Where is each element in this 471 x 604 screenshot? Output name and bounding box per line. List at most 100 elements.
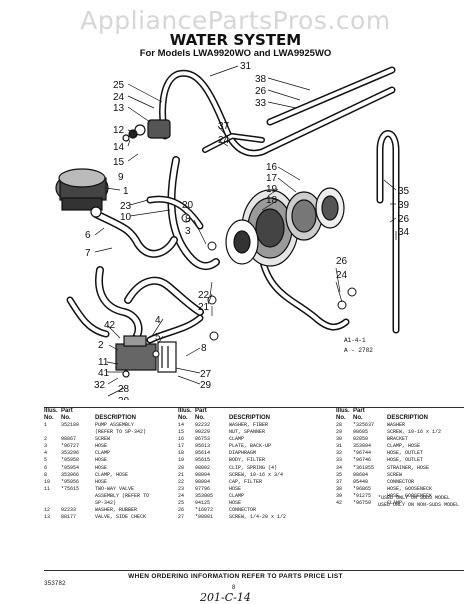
part-number: 353296 <box>61 450 80 457</box>
part-description: WASHER, FIBER <box>229 422 269 428</box>
header-description: DESCRIPTION <box>387 415 429 421</box>
two-way-valve <box>115 335 177 378</box>
part-number-ref: 10 <box>44 478 51 485</box>
callout-label: 12 <box>113 125 125 136</box>
part-number-ref: 8 <box>44 471 48 478</box>
figure-code: A1-4-1 <box>344 337 366 344</box>
part-description: CLAMP <box>387 500 403 507</box>
part-number: *95956 <box>61 478 80 485</box>
part-number-ref: 22 <box>178 478 185 485</box>
part-number: 352189 <box>61 422 80 428</box>
part-number: *96759 <box>353 500 372 507</box>
exploded-diagram: 31 25 24 38 26 33 13 12 37 24 14 15 9 16… <box>55 61 410 400</box>
header-no: No. <box>336 415 346 421</box>
part-description: WASHER, RUBBER <box>95 507 138 514</box>
part-description: NUT, SPANNER <box>229 429 266 436</box>
part-number-ref: 16 <box>178 436 185 443</box>
part-description: CLAMP <box>229 436 245 443</box>
part-number-ref: 15 <box>178 429 185 436</box>
part-number-ref: 12 <box>44 507 51 514</box>
callout-label: 35 <box>398 186 410 197</box>
callout-label: 41 <box>98 368 110 379</box>
part-number: 98605 <box>353 429 369 436</box>
part-number-ref: 21 <box>178 471 185 478</box>
part-number: *95958 <box>61 457 80 464</box>
callout-label: 33 <box>255 98 267 109</box>
part-description: CLAMP <box>95 450 111 457</box>
part-number-ref: 2 <box>44 436 48 443</box>
callout-label: 27 <box>200 369 212 380</box>
usage-notes: *USED ONLY ON SUDS MODEL USED ONLY ON NO… <box>378 495 459 509</box>
part-number: 92232 <box>195 422 211 428</box>
part-description: ASSEMBLY (REFER TO <box>95 492 150 499</box>
callout-label: 24 <box>218 135 230 146</box>
footer-rule <box>44 570 464 571</box>
ordering-info: WHEN ORDERING INFORMATION REFER TO PARTS… <box>128 573 343 580</box>
part-number-ref: 14 <box>178 422 185 428</box>
part-number: *98001 <box>195 514 214 521</box>
header-no: No. <box>44 415 54 421</box>
part-number: 97796 <box>195 485 211 492</box>
callout-label: 2 <box>98 340 104 351</box>
part-number: 353005 <box>195 492 214 499</box>
header-part: Part <box>61 408 73 414</box>
part-number: 92050 <box>353 436 369 443</box>
callout-label: 28 <box>118 384 130 395</box>
part-number-ref: 35 <box>336 471 343 478</box>
hose-clamps <box>152 213 357 358</box>
part-description: HOSE <box>95 443 108 450</box>
callout-label: 42 <box>104 320 116 331</box>
callout-label: 26 <box>398 214 410 225</box>
callout-label: 17 <box>266 173 278 184</box>
part-number-ref: 20 <box>178 464 185 471</box>
document-code: 353782 <box>44 580 66 587</box>
part-description: HOSE, OUTLET <box>387 457 424 464</box>
site-watermark: AppliancePartsPros.com <box>80 6 391 35</box>
table-row: 4 353296 CLAMP <box>44 450 180 457</box>
leader-lines <box>94 65 397 397</box>
part-number-ref: 4 <box>44 450 48 457</box>
part-description: HOSE <box>95 478 108 485</box>
part-number: *325637 <box>353 422 375 428</box>
callout-label: 14 <box>113 142 125 153</box>
part-description: PUMP ASSEMBLY <box>95 422 135 428</box>
callout-label: 29 <box>200 380 212 391</box>
part-number: 98604 <box>353 471 369 478</box>
part-number-ref: 27 <box>178 514 185 521</box>
part-number-ref: 39 <box>336 492 343 499</box>
part-number: *96727 <box>61 443 80 450</box>
note-suds: *USED ONLY ON SUDS MODEL <box>378 495 451 501</box>
part-description: HOSE, GOOSENECK <box>387 492 433 499</box>
column-header: Illus. Part No.No.DESCRIPTION <box>336 408 471 422</box>
part-number: 353966 <box>61 471 80 478</box>
callout-label: 19 <box>266 184 278 195</box>
table-top-rule <box>44 407 464 408</box>
part-number: *96865 <box>353 485 372 492</box>
part-description: CLAMP <box>229 492 245 499</box>
table-row: (REFER TO SP-342) <box>44 429 180 436</box>
part-description: CLAMP, HOSE <box>387 443 421 450</box>
part-number-ref: 28 <box>336 422 343 428</box>
callout-label: 24 <box>113 92 125 103</box>
part-number: *361855 <box>353 464 375 471</box>
part-number: 95615 <box>195 457 211 464</box>
header-description: DESCRIPTION <box>229 415 271 421</box>
callout-label: 16 <box>266 162 278 173</box>
part-number: *75615 <box>61 485 80 492</box>
part-description: HOSE <box>229 485 242 492</box>
gooseneck-hose <box>376 130 400 334</box>
side-check-valve <box>122 119 171 142</box>
part-description: BRACKET <box>387 436 409 443</box>
